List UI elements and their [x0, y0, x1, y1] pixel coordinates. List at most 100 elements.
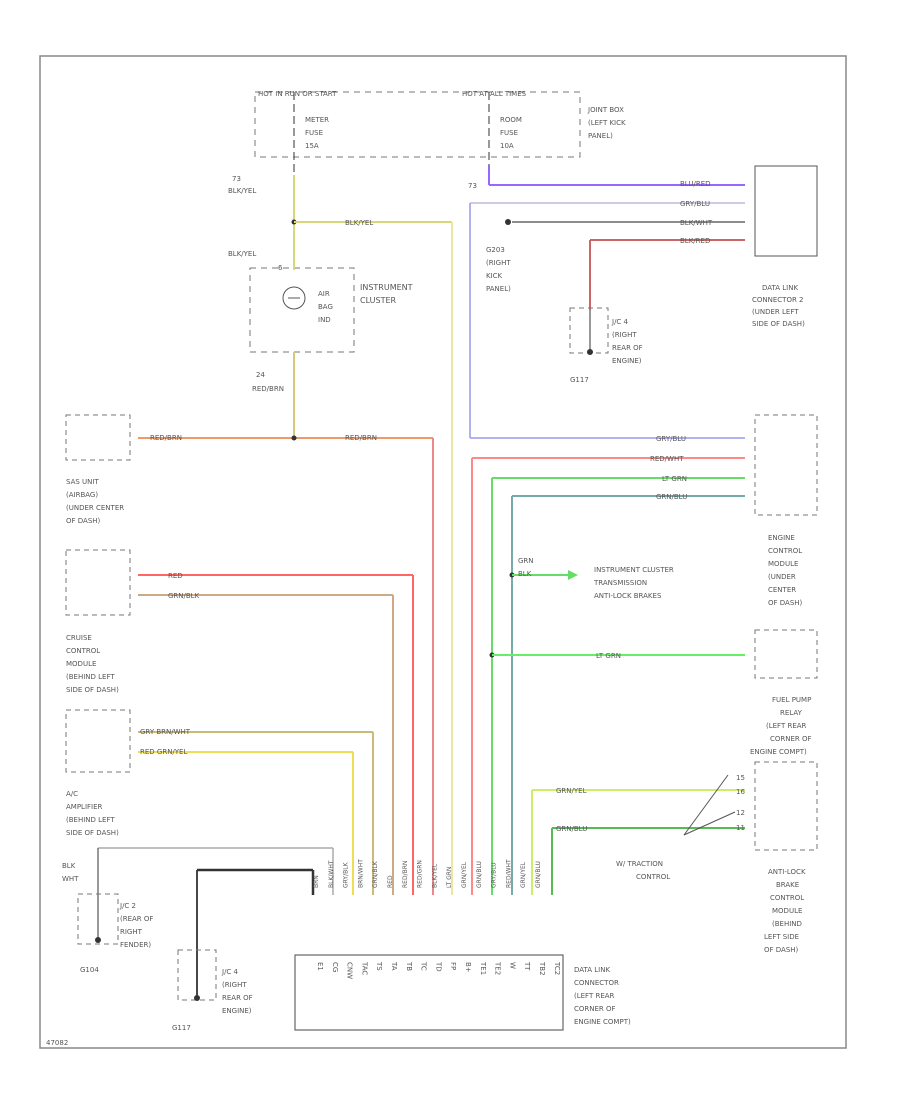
dlc-wire-tag-11: GRN/YEL: [461, 861, 468, 888]
hot-run-start-label: HOT IN RUN OR START: [258, 90, 337, 98]
diagram-border: [39, 55, 847, 1049]
cruise-wire-grn-blk: GRN/BLK: [168, 592, 200, 600]
airbag-indicator-bulb-icon: [282, 286, 306, 310]
jc2-box: [77, 893, 119, 945]
svg-text:PANEL): PANEL): [588, 132, 613, 140]
svg-text:(BEHIND LEFT: (BEHIND LEFT: [66, 816, 115, 824]
svg-text:METER: METER: [305, 116, 329, 124]
dlc2-wire-1: BLU/RED: [680, 180, 711, 188]
airbag-indicator-label: AIR BAG IND: [318, 290, 333, 324]
g117-top-label: G117: [570, 376, 589, 384]
svg-text:(AIRBAG): (AIRBAG): [66, 491, 98, 499]
svg-text:ANTI-LOCK BRAKES: ANTI-LOCK BRAKES: [594, 592, 662, 600]
dlc-wire-tag-14: RED/WHT: [505, 859, 512, 888]
fuse-box: [254, 91, 581, 158]
svg-text:ENGINE): ENGINE): [222, 1007, 252, 1015]
abs-module-box: [754, 761, 818, 851]
svg-text:(BEHIND LEFT: (BEHIND LEFT: [66, 673, 115, 681]
jc4-bottom-name: J/C 4 (RIGHT REAR OF ENGINE): [221, 968, 253, 1015]
svg-text:GRN: GRN: [518, 557, 534, 565]
ac-wire-2: RED GRN/YEL: [140, 748, 187, 756]
meter-fuse-label: METER FUSE 15A: [305, 116, 329, 150]
svg-text:ENGINE): ENGINE): [612, 357, 642, 365]
svg-text:15A: 15A: [305, 142, 319, 150]
sas-unit-box: [65, 414, 131, 461]
svg-text:BRAKE: BRAKE: [776, 881, 799, 889]
g203-name: G203: [486, 246, 505, 254]
dlc-wire-tag-3: GRY/BLK: [343, 861, 350, 888]
svg-text:ENGINE COMPT): ENGINE COMPT): [574, 1018, 631, 1026]
svg-text:(UNDER CENTER: (UNDER CENTER: [66, 504, 124, 512]
abs-pin-2: 16: [736, 788, 745, 796]
dlc-pin-9: TD: [434, 961, 442, 972]
g117-bottom-ground-icon: [194, 995, 200, 1001]
svg-text:BLK: BLK: [518, 570, 532, 578]
dlc2-pin-label: 73: [468, 182, 477, 190]
g104-ground-icon: [95, 937, 101, 943]
g117-top-ground-icon: [587, 349, 593, 355]
svg-text:J/C 2: J/C 2: [119, 902, 136, 910]
svg-text:(REAR OF: (REAR OF: [120, 915, 153, 923]
jc4-top-name: J/C 4 (RIGHT REAR OF ENGINE): [611, 318, 643, 365]
cluster-pin-bottom-num: 24: [256, 371, 265, 379]
svg-text:(UNDER: (UNDER: [768, 573, 796, 581]
svg-text:JOINT BOX: JOINT BOX: [587, 106, 624, 114]
svg-text:IND: IND: [318, 316, 331, 324]
svg-text:CLUSTER: CLUSTER: [360, 296, 397, 305]
g203-ground-icon: [505, 219, 511, 225]
svg-text:(LEFT REAR: (LEFT REAR: [574, 992, 615, 1000]
abs-pin-3: 12: [736, 809, 745, 817]
svg-text:FUEL PUMP: FUEL PUMP: [772, 696, 811, 704]
svg-text:J/C 4: J/C 4: [611, 318, 629, 326]
dlc-pin-2: CG: [331, 962, 339, 972]
dlc-wire-tag-10: LT GRN: [446, 867, 453, 888]
svg-text:(RIGHT: (RIGHT: [486, 259, 511, 267]
ac-wire-1: GRY BRN/WHT: [140, 728, 191, 736]
svg-text:FENDER): FENDER): [120, 941, 151, 949]
ac-amp-name: A/C AMPLIFIER (BEHIND LEFT SIDE OF DASH): [66, 790, 119, 837]
dlc-pin-16: TB2: [538, 961, 546, 976]
cluster-pin-top-wire: BLK/YEL: [228, 250, 256, 258]
g104-wire-label: BLK WHT: [62, 862, 79, 883]
svg-text:J/C 4: J/C 4: [221, 968, 239, 976]
g117-bottom-label: G117: [172, 1024, 191, 1032]
svg-text:DATA LINK: DATA LINK: [574, 966, 610, 974]
svg-text:OF DASH): OF DASH): [768, 599, 803, 607]
svg-text:INSTRUMENT CLUSTER: INSTRUMENT CLUSTER: [594, 566, 674, 574]
dlc-wire-tag-16: GRN/BLU: [535, 861, 542, 888]
svg-text:REAR OF: REAR OF: [612, 344, 643, 352]
sas-unit-name: SAS UNIT (AIRBAG) (UNDER CENTER OF DASH): [66, 478, 124, 525]
cruise-wire-red: RED: [168, 572, 183, 580]
dlc-pin-8: TC: [420, 961, 428, 971]
ecm-name: ENGINE CONTROL MODULE (UNDER CENTER OF D…: [768, 534, 803, 607]
jc4-bottom-box: [177, 949, 217, 1001]
svg-text:(LEFT REAR: (LEFT REAR: [766, 722, 807, 730]
instrument-cluster-name: INSTRUMENT CLUSTER: [360, 283, 413, 305]
svg-text:MODULE: MODULE: [772, 907, 802, 915]
dlc-wire-tag-6: RED: [387, 875, 394, 888]
fuel-pump-name: FUEL PUMP RELAY (LEFT REAR CORNER OF ENG…: [750, 696, 812, 756]
abs-wire-1: GRN/YEL: [556, 787, 587, 795]
dlc-pin-1: E1: [316, 962, 324, 971]
cruise-module-name: CRUISE CONTROL MODULE (BEHIND LEFT SIDE …: [66, 634, 119, 694]
fuel-pump-wire: LT GRN: [596, 652, 621, 660]
svg-text:SIDE OF DASH): SIDE OF DASH): [752, 320, 805, 328]
cruise-module-box: [65, 549, 131, 616]
dlc-pin-5: TS: [375, 961, 383, 971]
svg-text:AIR: AIR: [318, 290, 330, 298]
ecm-box: [754, 414, 818, 516]
svg-text:(RIGHT: (RIGHT: [612, 331, 637, 339]
dlc-wire-tag-2: BLK/WHT: [328, 860, 335, 888]
dlc-wire-tag-1: BRN: [313, 875, 320, 888]
g104-label: G104: [80, 966, 99, 974]
svg-text:CONTROL: CONTROL: [768, 547, 802, 555]
svg-text:CONTROL: CONTROL: [66, 647, 100, 655]
abs-pin-1: 15: [736, 774, 745, 782]
svg-text:SIDE OF DASH): SIDE OF DASH): [66, 829, 119, 837]
svg-text:ROOM: ROOM: [500, 116, 522, 124]
dlc-pin-17: TC2: [553, 961, 561, 975]
dlc-pin-7: TB: [405, 961, 413, 971]
abs-traction-label: W/ TRACTION CONTROL: [616, 860, 670, 881]
